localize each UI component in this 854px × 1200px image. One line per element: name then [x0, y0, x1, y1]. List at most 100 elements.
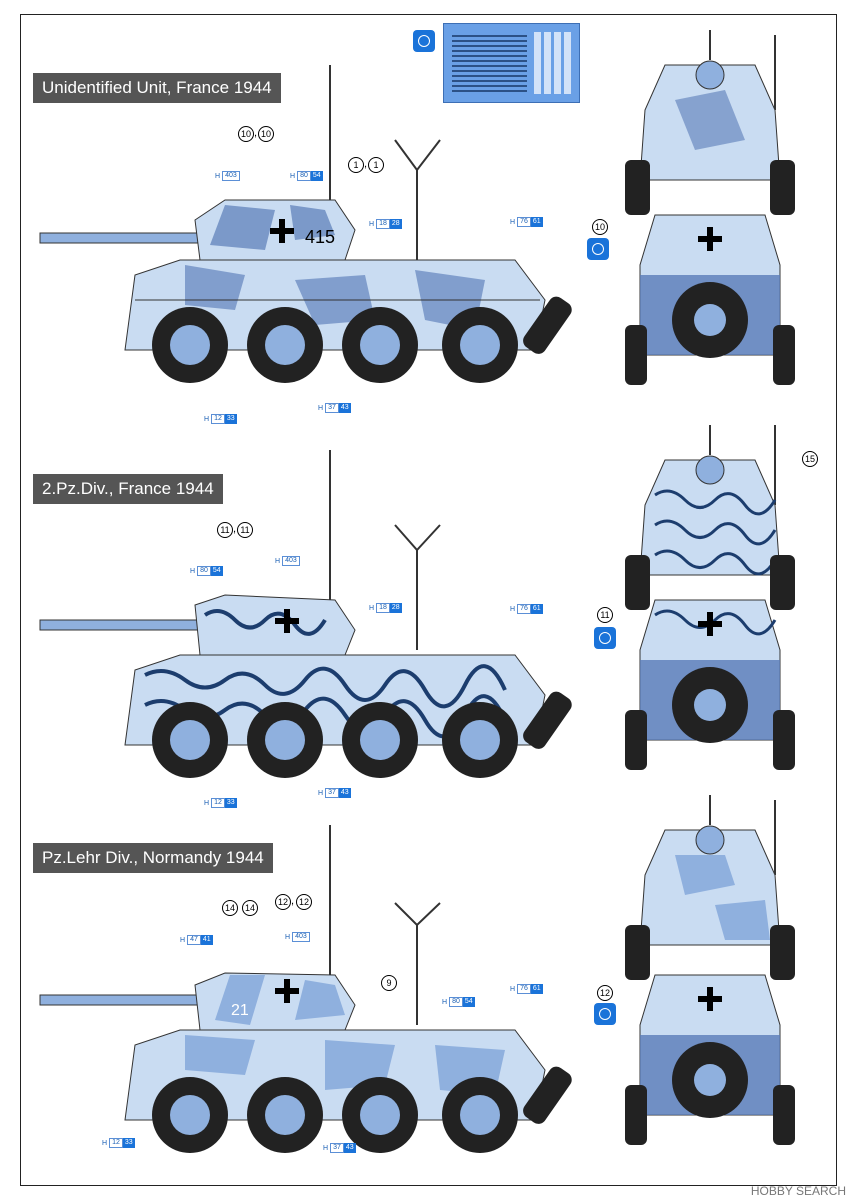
hull-number: 21	[231, 1002, 249, 1019]
color-code-a: 12	[211, 414, 225, 424]
vehicle-front-view	[625, 30, 795, 215]
callout-separator: ,	[364, 158, 368, 170]
watermark: HOBBY SEARCH	[750, 1184, 846, 1198]
scheme-title: Pz.Lehr Div., Normandy 1944	[33, 843, 273, 873]
decal-tag-icon	[413, 30, 435, 52]
decal-tag-icon	[594, 1003, 616, 1025]
h-prefix: H	[204, 415, 210, 423]
h-prefix: H	[323, 1144, 329, 1152]
h-prefix: H	[290, 172, 296, 180]
color-code-a: 18	[376, 603, 390, 613]
color-code-b: 61	[530, 604, 543, 614]
vehicle-front-view	[625, 425, 795, 610]
rear-callout: 11	[597, 607, 613, 623]
h-prefix: H	[275, 557, 281, 565]
color-code-b: 61	[530, 984, 543, 994]
callout: 12	[275, 894, 291, 910]
h-prefix: H	[190, 567, 196, 575]
color-code-b: 33	[122, 1138, 135, 1148]
callout: 1	[348, 157, 364, 173]
color-code-a: 37	[325, 403, 339, 413]
color-code-a: 18	[376, 219, 390, 229]
callout: 11	[237, 522, 253, 538]
color-code-a: 403	[222, 171, 240, 181]
callout: 10	[238, 126, 254, 142]
h-prefix: H	[204, 799, 210, 807]
rear-callout: 10	[592, 219, 608, 235]
callout: 1	[368, 157, 384, 173]
callout: 14	[242, 900, 258, 916]
vehicle-side-view	[39, 450, 572, 778]
color-code-b: 41	[200, 935, 213, 945]
color-code-a: 37	[330, 1143, 344, 1153]
callout: 12	[296, 894, 312, 910]
callout: 14	[222, 900, 238, 916]
balkenkreuz-icon	[275, 609, 299, 633]
color-code-b: 33	[224, 414, 237, 424]
color-code-a: 76	[517, 984, 531, 994]
color-code-a: 47	[187, 935, 201, 945]
vehicle-side-view: 415	[39, 65, 572, 383]
color-code-a: 76	[517, 604, 531, 614]
h-prefix: H	[215, 172, 221, 180]
vehicle-side-view: 21	[39, 825, 572, 1153]
color-code-b: 43	[338, 403, 351, 413]
balkenkreuz-icon	[698, 612, 722, 636]
decal-tag-icon	[587, 238, 609, 260]
color-code-a: 403	[282, 556, 300, 566]
color-code-a: 80	[449, 997, 463, 1007]
decal-sheet-icon	[443, 23, 580, 103]
callout-separator: ,	[254, 127, 258, 139]
balkenkreuz-icon	[698, 227, 722, 251]
front-callout: 15	[802, 451, 818, 467]
color-code-a: 80	[297, 171, 311, 181]
balkenkreuz-icon	[270, 219, 294, 243]
color-code-a: 80	[197, 566, 211, 576]
h-prefix: H	[102, 1139, 108, 1147]
vehicle-rear-view	[625, 599, 795, 770]
h-prefix: H	[510, 605, 516, 613]
color-code-a: 37	[325, 788, 339, 798]
color-code-b: 54	[310, 171, 323, 181]
h-prefix: H	[510, 985, 516, 993]
callout: 11	[217, 522, 233, 538]
h-prefix: H	[369, 220, 375, 228]
color-code-b: 43	[343, 1143, 356, 1153]
page-frame	[20, 14, 837, 1186]
vehicle-front-view	[625, 795, 795, 980]
color-code-a: 76	[517, 217, 531, 227]
callout-separator: ,	[233, 523, 237, 535]
h-prefix: H	[180, 936, 186, 944]
color-code-b: 54	[210, 566, 223, 576]
scheme-title: Unidentified Unit, France 1944	[33, 73, 281, 103]
callout-separator: ,	[291, 895, 295, 907]
hull-number: 415	[305, 227, 335, 247]
callout: 9	[381, 975, 397, 991]
h-prefix: H	[369, 604, 375, 612]
balkenkreuz-icon	[275, 979, 299, 1003]
h-prefix: H	[318, 789, 324, 797]
color-code-b: 28	[389, 219, 402, 229]
color-code-b: 61	[530, 217, 543, 227]
color-code-b: 43	[338, 788, 351, 798]
h-prefix: H	[318, 404, 324, 412]
color-code-a: 12	[211, 798, 225, 808]
